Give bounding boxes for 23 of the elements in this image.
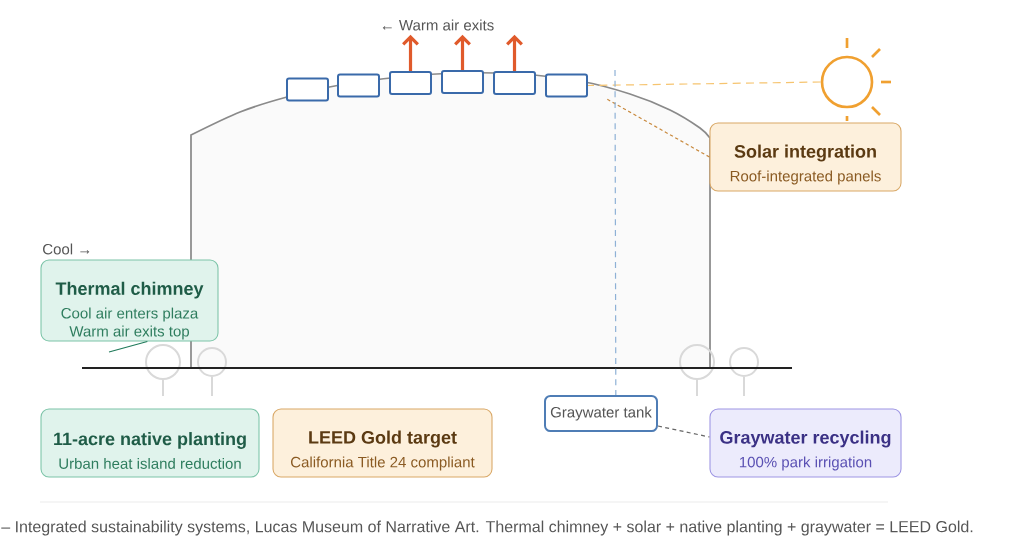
leader-line bbox=[108, 340, 148, 353]
annotation-text: ← Warm air exits bbox=[382, 19, 494, 31]
label-box: Graywater tank bbox=[544, 395, 658, 432]
info-card: LEED Gold target California Title 24 compliant bbox=[272, 408, 493, 478]
dashed-line bbox=[614, 69, 617, 396]
info-card: Graywater recycling 100% park irrigation bbox=[709, 408, 902, 478]
solar-panel bbox=[286, 77, 329, 102]
info-card: Thermal chimney Cool air enters plaza Warm air exits top bbox=[40, 259, 219, 342]
info-card: Solar integration Roof-integrated panels bbox=[709, 122, 902, 192]
solar-panel bbox=[389, 71, 432, 95]
info-card: 11-acre native planting Urban heat island reduction bbox=[40, 408, 260, 478]
arrow bbox=[506, 34, 523, 71]
arrow bbox=[454, 34, 471, 70]
solar-panel bbox=[441, 70, 484, 94]
arrow bbox=[402, 34, 419, 71]
dashed-line bbox=[657, 425, 711, 438]
solar-panel bbox=[493, 71, 536, 95]
caption: – Integrated sustainability systems, Lucas Museum of Narrative Art. Thermal chimney + solar + native planting + graywater = LEED Gold. bbox=[1, 520, 973, 536]
solar-panel bbox=[337, 73, 380, 98]
sun-icon bbox=[820, 38, 891, 121]
dashed-line bbox=[587, 81, 822, 87]
solar-panel bbox=[545, 73, 588, 98]
dashed-line bbox=[604, 97, 711, 158]
